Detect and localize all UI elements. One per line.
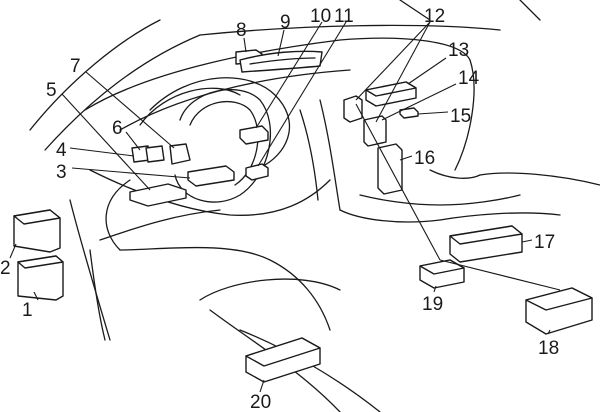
- callout-19: 19: [422, 294, 443, 315]
- callout-9: 9: [280, 12, 291, 33]
- component-20-box: [245, 337, 321, 383]
- callout-2: 2: [0, 258, 11, 279]
- component-3-box: [187, 165, 235, 187]
- component-12-box: [343, 95, 363, 123]
- callout-6: 6: [112, 118, 123, 139]
- component-14-box: [363, 115, 387, 147]
- callout-15: 15: [450, 106, 471, 127]
- callout-8: 8: [236, 20, 247, 41]
- component-10-box: [239, 125, 269, 145]
- callout-7: 7: [70, 56, 81, 77]
- component-13-box: [365, 81, 417, 107]
- callout-5: 5: [46, 80, 57, 101]
- callout-18: 18: [538, 338, 559, 359]
- leader-lines: [9, 21, 561, 393]
- component-6-box: [145, 145, 165, 163]
- callout-11: 11: [334, 6, 354, 27]
- component-9-box: [239, 50, 323, 73]
- callout-10: 10: [310, 6, 331, 27]
- callout-20: 20: [250, 392, 271, 412]
- component-15-box: [399, 107, 419, 119]
- component-2-box: [13, 209, 61, 253]
- component-18-box: [525, 287, 593, 335]
- callout-12: 12: [424, 6, 445, 27]
- component-11-box: [245, 163, 269, 181]
- component-17-box: [449, 225, 523, 263]
- callout-16: 16: [414, 148, 435, 169]
- component-1-box: [17, 255, 64, 301]
- callout-3: 3: [56, 162, 67, 183]
- callout-13: 13: [448, 40, 469, 61]
- callout-4: 4: [56, 140, 67, 161]
- component-7-box: [169, 143, 191, 165]
- callout-1: 1: [22, 300, 33, 321]
- callout-labels: 1 2 3 4 5 6 7 8 9 10 11 12 13 14 15 16 1…: [0, 6, 559, 412]
- callout-17: 17: [534, 232, 555, 253]
- component-5-box: [129, 183, 187, 207]
- callout-14: 14: [458, 68, 480, 89]
